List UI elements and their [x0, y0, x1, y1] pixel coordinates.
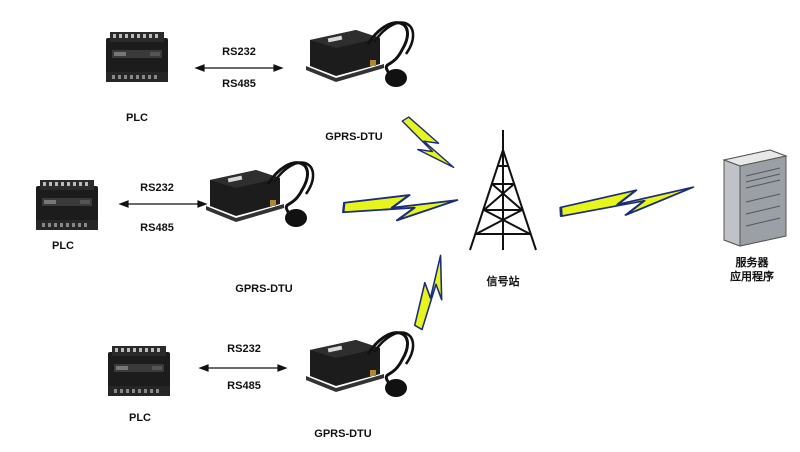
dtu-label: GPRS-DTU [325, 131, 383, 143]
plc-label: PLC [126, 112, 148, 124]
dtu-label: GPRS-DTU [235, 283, 293, 295]
rs232-label: RS232 [227, 343, 261, 355]
link-arrow [118, 200, 208, 208]
plc-device [108, 346, 170, 396]
rs485-label: RS485 [222, 78, 256, 90]
wireless-signal-icon [341, 187, 459, 228]
plc-label: PLC [52, 240, 74, 252]
tower-icon [469, 130, 537, 251]
server-label-line2: 应用程序 [730, 271, 774, 283]
link-arrow [194, 64, 284, 72]
server-label-line1: 服务器 [735, 257, 769, 269]
rs485-label: RS485 [227, 380, 261, 392]
server-icon [722, 149, 788, 247]
link-arrow [198, 364, 288, 372]
dtu-label: GPRS-DTU [314, 428, 372, 440]
rs232-label: RS232 [222, 46, 256, 58]
dtu-device [204, 161, 315, 229]
wireless-signal-icon [403, 254, 462, 332]
plc-label: PLC [129, 412, 151, 424]
plc-device [36, 180, 98, 230]
dtu-device [304, 21, 415, 89]
plc-device [106, 32, 168, 82]
rs232-label: RS232 [140, 182, 174, 194]
rs485-label: RS485 [140, 222, 174, 234]
tower-label: 信号站 [486, 276, 520, 288]
wireless-signal-icon [558, 185, 696, 220]
wireless-signal-icon [399, 110, 455, 180]
dtu-device [304, 331, 415, 399]
